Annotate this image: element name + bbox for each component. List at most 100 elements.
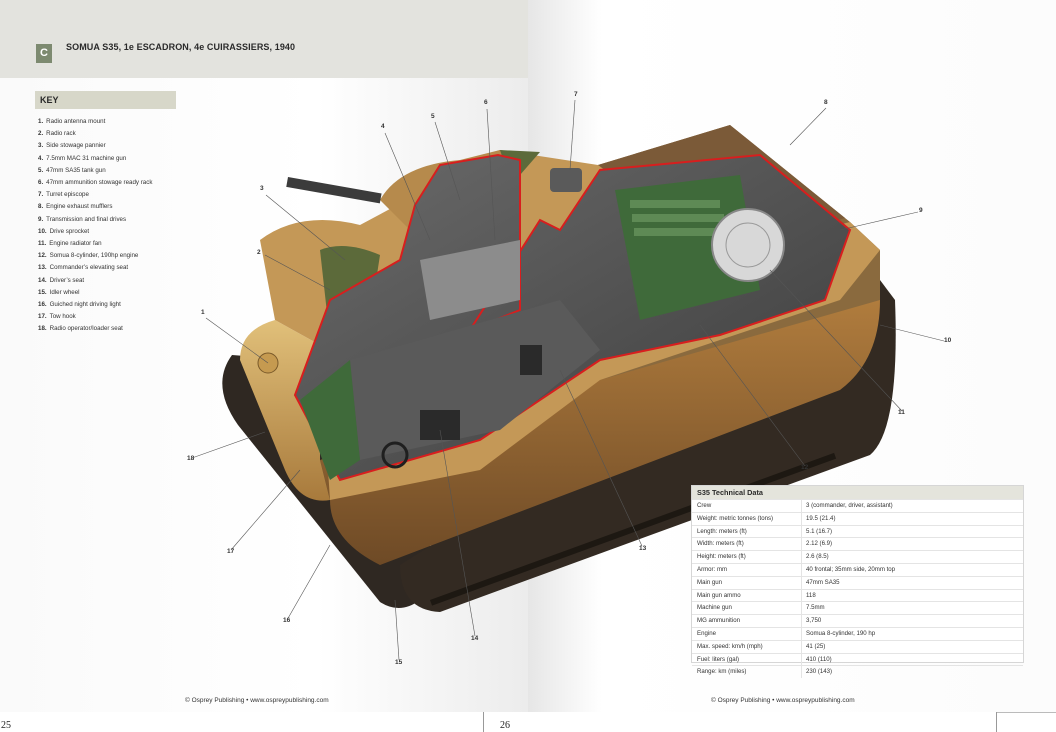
commanders-seat — [520, 345, 542, 375]
tech-row: Width: meters (ft) 2.12 (6.9) — [692, 537, 1023, 551]
key-item-label: Engine radiator fan — [49, 240, 102, 248]
plate-header: C SOMUA S35, 1e ESCADRON, 4e CUIRASSIERS… — [0, 0, 528, 78]
tech-row: Max. speed: km/h (mph)41 (25) — [692, 639, 1023, 653]
callout-15: 15 — [395, 659, 403, 666]
callout-12: 12 — [801, 464, 809, 471]
key-heading-box: KEY — [35, 91, 176, 109]
key-item-number: 7. — [38, 191, 44, 199]
key-item-number: 8. — [38, 203, 44, 211]
key-item-label: Idler wheel — [49, 288, 80, 296]
tech-row-label: Max. speed: km/h (mph) — [697, 642, 763, 650]
key-item-number: 17. — [38, 313, 47, 321]
key-item-label: Radio rack — [46, 130, 76, 138]
key-item: 5.47mm SA35 tank gun — [38, 165, 152, 177]
key-heading: KEY — [40, 95, 59, 105]
footer-right: © Osprey Publishing • www.ospreypublishi… — [711, 697, 855, 704]
key-item-label: Commander’s elevating seat — [49, 264, 129, 272]
tech-row: Main gun ammo 118 — [692, 588, 1023, 602]
callout-13: 13 — [639, 545, 647, 552]
key-item: 15.Idler wheel — [38, 287, 152, 299]
tech-row-divider — [801, 538, 802, 551]
tech-row-value: 118 — [806, 591, 816, 599]
steering-wheel — [381, 441, 409, 469]
tech-row-divider — [801, 627, 802, 640]
key-item-label: Radio operator/loader seat — [49, 325, 123, 333]
key-item-label: Tow hook — [49, 313, 76, 321]
key-item-label: Guiched night driving light — [49, 301, 121, 309]
tech-row-value: 2.6 (8.5) — [806, 553, 829, 561]
drivers-seat — [420, 410, 460, 440]
callout-9: 9 — [919, 207, 923, 214]
key-item-label: 7.5mm MAC 31 machine gun — [46, 154, 127, 162]
tech-row-value: 7.5mm — [806, 604, 825, 612]
key-item-number: 10. — [38, 227, 47, 235]
key-item: 3.Side stowage pannier — [38, 140, 152, 152]
tech-row-value: 5.1 (16.7) — [806, 527, 833, 535]
callout-17: 17 — [227, 548, 235, 555]
plate-title: SOMUA S35, 1e ESCADRON, 4e CUIRASSIERS, … — [66, 42, 296, 52]
leader-lines — [191, 99, 945, 661]
technical-data-table: S35 Technical Data Crew 3 (commander, dri… — [691, 485, 1024, 679]
key-item: 17.Tow hook — [38, 311, 152, 323]
page-number-left: 25 — [1, 720, 11, 731]
tech-row-value: 2.12 (6.9) — [806, 540, 833, 548]
key-item: 10.Drive sprocket — [38, 226, 152, 238]
tech-row-label: Fuel: liters (gal) — [697, 655, 739, 663]
tech-row-label: Range: km (miles) — [697, 668, 747, 676]
tech-row: Machine gun 7.5mm — [692, 601, 1023, 615]
key-item-number: 3. — [38, 142, 44, 150]
tech-row: Weight: metric tonnes (tons)19.5 (21.4) — [692, 511, 1023, 525]
page-number-bar-left — [0, 712, 483, 732]
callout-11: 11 — [898, 409, 905, 416]
technical-data-title: S35 Technical Data — [692, 486, 1023, 499]
tech-row-label: Length: meters (ft) — [697, 527, 747, 535]
tech-row-value: 3 (commander, driver, assistant) — [806, 502, 893, 509]
key-item-number: 16. — [38, 301, 47, 309]
tech-row-divider — [801, 589, 802, 602]
key-item-label: 47mm ammunition stowage ready rack — [46, 179, 153, 187]
key-item: 13.Commander’s elevating seat — [38, 262, 152, 274]
tech-row-label: Main gun ammo — [697, 591, 741, 599]
callout-6: 6 — [484, 99, 488, 106]
key-item-number: 9. — [38, 215, 44, 223]
tech-row-label: Engine — [697, 629, 716, 637]
tech-row-divider — [801, 615, 802, 627]
plate-letter-badge: C — [36, 44, 52, 63]
key-item-number: 15. — [38, 288, 47, 296]
tech-row-value: 40 frontal; 35mm side, 20mm top — [806, 565, 896, 573]
key-item: 11.Engine radiator fan — [38, 238, 152, 250]
tech-row-value: 47mm SA35 — [806, 578, 840, 586]
key-item-label: Side stowage pannier — [46, 142, 106, 150]
tech-row-label: Height: meters (ft) — [697, 553, 746, 561]
key-item: 2.Radio rack — [38, 128, 152, 140]
callout-16: 16 — [283, 617, 291, 624]
key-item: 1.Radio antenna mount — [38, 116, 152, 128]
tech-row-divider — [801, 551, 802, 563]
key-item: 14.Driver’s seat — [38, 275, 152, 287]
engine-cylinders — [630, 200, 728, 236]
key-item: 9.Transmission and final drives — [38, 214, 152, 226]
key-item: 4.7.5mm MAC 31 machine gun — [38, 153, 152, 165]
tech-row-label: Machine gun — [697, 604, 732, 612]
radiator-fan — [711, 208, 785, 282]
tech-row-divider — [801, 500, 802, 512]
tech-row-label: Crew — [697, 502, 712, 509]
key-item-label: Engine exhaust mufflers — [46, 203, 113, 211]
green-floor — [300, 360, 360, 480]
key-item-label: Driver’s seat — [49, 276, 85, 284]
tech-row-label: Width: meters (ft) — [697, 540, 744, 548]
tech-row-divider — [801, 653, 802, 666]
key-item-label: Drive sprocket — [49, 227, 90, 235]
footer-left: © Osprey Publishing • www.ospreypublishi… — [185, 697, 329, 704]
key-item-label: Somua 8-cylinder, 190hp engine — [49, 252, 139, 260]
tech-row: Height: meters (ft) 2.6 (8.5) — [692, 550, 1023, 563]
tech-row: Fuel: liters (gal)410 (110) — [692, 652, 1023, 666]
hull-side — [320, 280, 880, 565]
tech-row-label: Armor: mm — [697, 565, 728, 573]
key-item-number: 5. — [38, 166, 44, 174]
tech-row-value: 230 (143) — [806, 668, 833, 676]
tech-row-divider — [801, 563, 802, 576]
